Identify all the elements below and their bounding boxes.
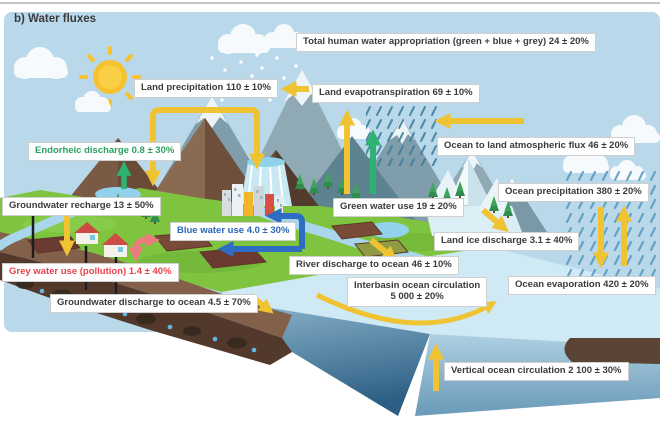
arrow-grey-water-down — [128, 237, 149, 262]
clouds — [14, 24, 660, 180]
label-land-precipitation: Land precipitation 110 ± 10% — [134, 79, 278, 98]
label-river-discharge-to-ocean: River discharge to ocean 46 ± 10% — [289, 256, 459, 275]
label-interbasin-line1: Interbasin ocean circulation — [354, 280, 481, 291]
cloud-icon — [218, 24, 270, 54]
label-groundwater-discharge-to-ocean: Groundwater discharge to ocean 4.5 ± 70% — [50, 294, 258, 313]
label-total-human-water-appropriation: Total human water appropriation (green +… — [296, 33, 596, 52]
label-land-evapotranspiration: Land evapotranspiration 69 ± 10% — [312, 84, 480, 103]
house-icon — [74, 222, 100, 244]
page-title: b) Water fluxes — [14, 13, 97, 25]
label-interbasin-line2: 5 000 ± 20% — [390, 290, 444, 302]
arrow-interbasin-circulation — [315, 292, 497, 326]
arrow-land-ice-discharge — [481, 207, 509, 233]
label-grey-water-use: Grey water use (pollution) 1.4 ± 40% — [2, 263, 179, 282]
cloud-icon — [264, 24, 306, 48]
label-interbasin-ocean-circulation: Interbasin ocean circulation 5 000 ± 20% — [347, 277, 488, 307]
flux-arrows — [58, 80, 633, 391]
label-green-water-use: Green water use 19 ± 20% — [333, 198, 464, 217]
cloud-icon — [14, 47, 68, 79]
sun-icon — [79, 46, 141, 108]
label-groundwater-recharge: Groundwater recharge 13 ± 50% — [2, 197, 161, 216]
arrow-blue-water-city — [265, 207, 305, 249]
label-vertical-ocean-circulation: Vertical ocean circulation 2 100 ± 30% — [444, 362, 629, 381]
label-blue-water-use: Blue water use 4.0 ± 30% — [170, 222, 297, 241]
label-ocean-evaporation: Ocean evaporation 420 ± 20% — [508, 276, 656, 295]
label-ocean-to-land-atmospheric-flux: Ocean to land atmospheric flux 46 ± 20% — [437, 137, 636, 156]
top-divider — [0, 2, 660, 4]
ocean-face-left — [240, 303, 430, 416]
rain-over-land — [366, 92, 442, 166]
city-buildings — [222, 184, 283, 216]
cloud-icon — [75, 91, 111, 112]
arrow-river-discharge — [369, 237, 399, 263]
seafloor-ledge — [564, 338, 660, 364]
label-endorheic-discharge: Endorheic discharge 0.8 ± 30% — [28, 142, 182, 161]
label-ocean-precipitation: Ocean precipitation 380 ± 20% — [498, 183, 649, 202]
house-icon — [102, 233, 129, 257]
label-land-ice-discharge: Land ice discharge 3.1 ± 40% — [434, 232, 580, 251]
